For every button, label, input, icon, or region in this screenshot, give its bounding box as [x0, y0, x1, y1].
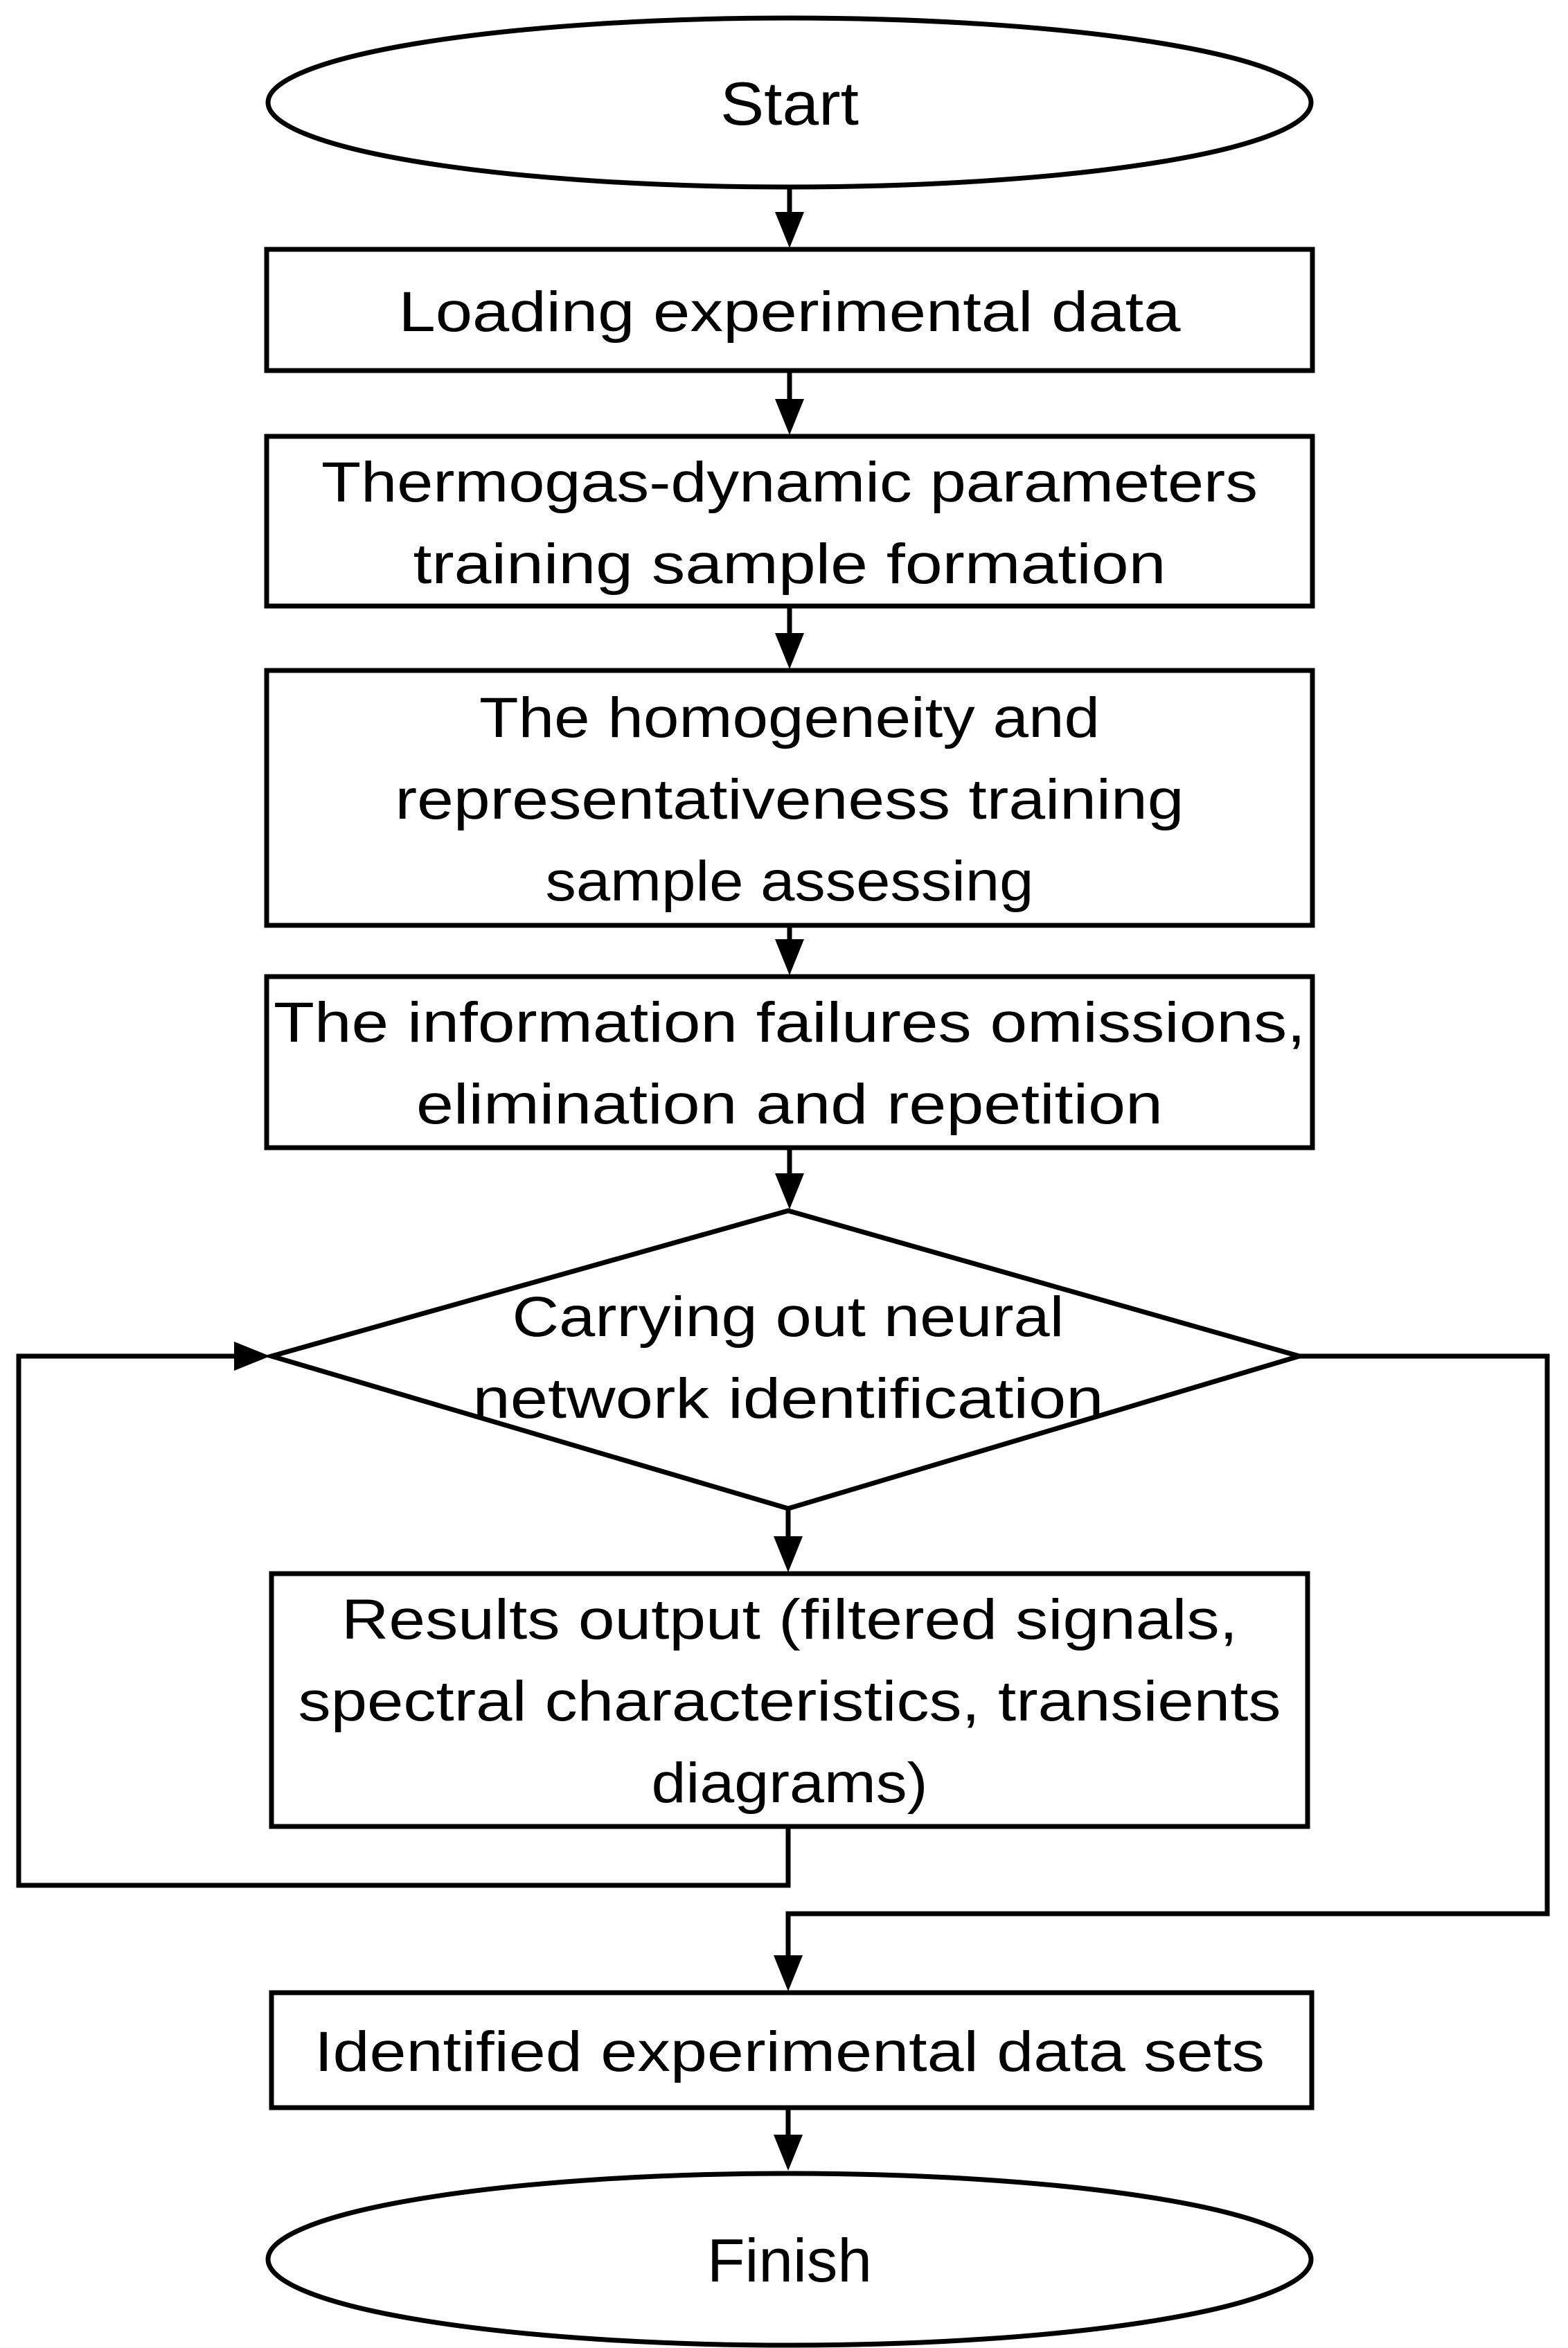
loading-process-box [264, 247, 1315, 373]
arrow-identified-to-finish [774, 2108, 803, 2171]
arrowhead-down-icon [775, 399, 804, 435]
information-label-line2: elimination and repetition [416, 1073, 1163, 1136]
identified-process-box [269, 1990, 1315, 2110]
identification-decision-diamond [262, 1208, 1308, 1511]
finish-label: Finish [707, 2226, 872, 2295]
arrowhead-down-icon [774, 2135, 803, 2171]
feedback-loop-left-line [16, 1353, 791, 1888]
homogeneity-label-line2: representativeness training [395, 768, 1184, 831]
homogeneity-process-box [264, 668, 1315, 928]
arrow-thermogas-to-homogeneity [775, 606, 804, 669]
identified-label: Identified experimental data sets [314, 2020, 1265, 2083]
finish-terminator-shape [265, 2171, 1314, 2348]
right-branch-line [785, 1353, 1550, 1959]
start-label: Start [720, 69, 859, 138]
results-label-line1: Results output (filtered signals, [341, 1588, 1238, 1651]
information-process-box [264, 974, 1315, 1150]
node-information: The information failures omissions, elim… [264, 974, 1315, 1150]
arrow-identification-to-results [774, 1509, 803, 1572]
node-start: Start [265, 15, 1314, 190]
thermogas-label-line2: training sample formation [413, 533, 1166, 596]
node-identification: Carrying out neural network identificati… [262, 1208, 1308, 1511]
homogeneity-label-line1: The homogeneity and [479, 686, 1100, 749]
identification-label-line2: network identification [473, 1367, 1104, 1430]
branch-identification-to-identified [774, 1353, 1550, 1991]
arrow-homogeneity-to-information [775, 925, 804, 975]
node-thermogas: Thermogas-dynamic parameters training sa… [264, 434, 1315, 609]
node-loading: Loading experimental data [264, 247, 1315, 373]
feedback-loop-results-to-identification [16, 1342, 791, 1888]
node-results: Results output (filtered signals, spectr… [269, 1571, 1310, 1829]
arrowhead-down-icon [774, 1536, 803, 1572]
arrow-loading-to-thermogas [775, 371, 804, 435]
thermogas-label-line1: Thermogas-dynamic parameters [321, 451, 1258, 514]
node-homogeneity: The homogeneity and representativeness t… [264, 668, 1315, 928]
arrowhead-down-icon [775, 939, 804, 975]
arrowhead-down-icon [774, 1955, 803, 1991]
arrowhead-down-icon [775, 212, 804, 248]
node-identified: Identified experimental data sets [269, 1990, 1315, 2110]
results-label-line3: diagrams) [652, 1752, 928, 1815]
arrowhead-down-icon [775, 633, 804, 669]
homogeneity-label-line3: sample assessing [546, 850, 1034, 913]
results-label-line2: spectral characteristics, transients [299, 1670, 1281, 1733]
arrowhead-right-icon [234, 1342, 270, 1371]
arrow-information-to-identification [775, 1148, 804, 1209]
node-finish: Finish [265, 2171, 1314, 2348]
identification-label-line1: Carrying out neural [513, 1286, 1064, 1349]
information-label-line1: The information failures omissions, [274, 991, 1306, 1054]
loading-label: Loading experimental data [399, 281, 1181, 344]
arrowhead-down-icon [775, 1173, 804, 1209]
arrow-start-to-loading [775, 185, 804, 248]
